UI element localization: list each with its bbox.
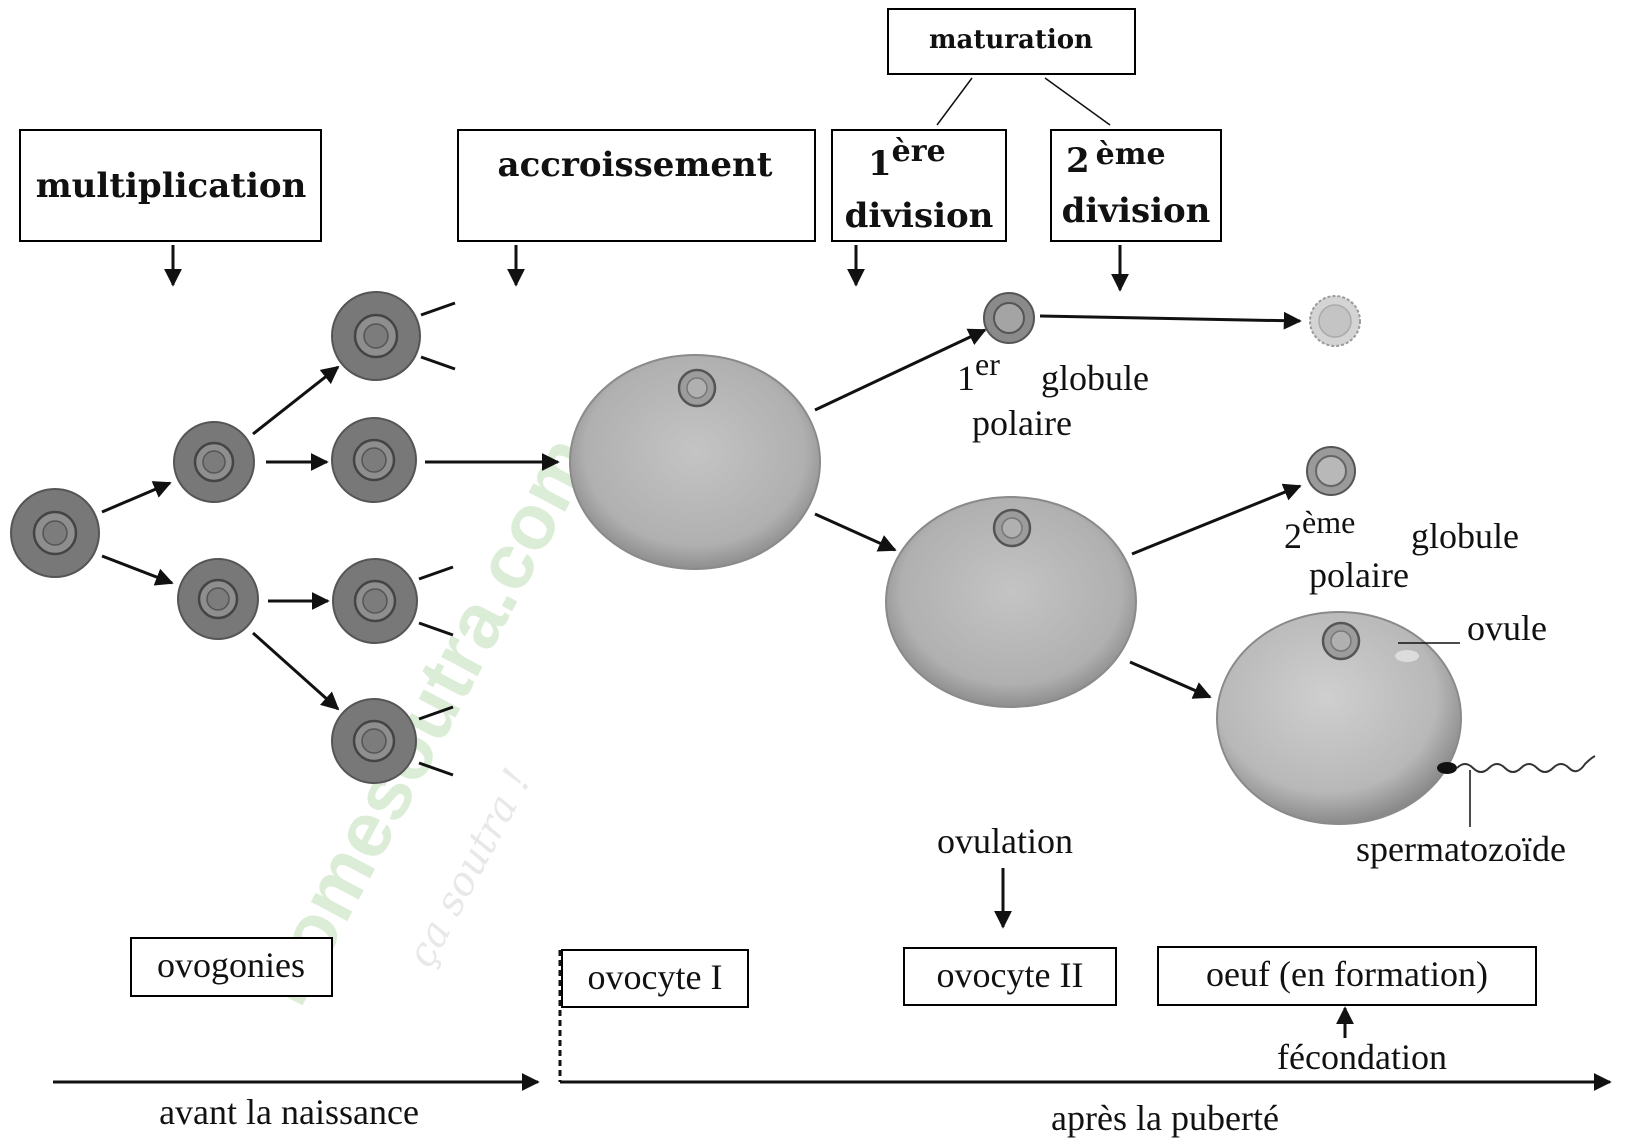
svg-text:1er: 1er <box>957 346 1000 398</box>
svg-text:1ère: 1ère <box>868 134 946 184</box>
oeuf-box: oeuf (en formation) <box>1157 946 1537 1006</box>
second-division-number: 2 <box>1066 141 1090 181</box>
ovocyte-2-box: ovocyte II <box>903 947 1117 1006</box>
first-polar-word2: polaire <box>972 403 1072 443</box>
first-division-sup: ère <box>892 134 946 169</box>
second-polar-word1: globule <box>1411 516 1519 556</box>
first-division-word: division <box>845 196 994 236</box>
second-polar-word2: polaire <box>1309 555 1409 595</box>
second-polar-sup: ème <box>1302 504 1355 540</box>
ovogonies-box: ovogonies <box>130 937 333 997</box>
svg-text:2ème: 2ème <box>1284 504 1355 556</box>
second-polar-body <box>1306 446 1356 496</box>
ovocyte-1-box: ovocyte I <box>561 949 749 1008</box>
first-division-number: 1 <box>868 144 892 184</box>
maturation-box: maturation <box>887 8 1136 75</box>
first-division-box: 1ère division <box>831 129 1007 242</box>
ovogonium-cell <box>331 291 421 381</box>
ovogonium-cell <box>331 698 417 784</box>
first-polar-word1: globule <box>1041 358 1149 398</box>
ovocyte-2-label: ovocyte II <box>937 955 1084 995</box>
ovogonium-cell <box>173 421 255 503</box>
second-polar-number: 2 <box>1284 516 1302 556</box>
to-second-polar-arrow <box>1131 483 1302 556</box>
ovocyte-1-label: ovocyte I <box>588 957 723 997</box>
multiplication-label: multiplication <box>36 166 307 206</box>
maturation-connector-left <box>936 77 973 126</box>
ovogonium-cell <box>331 417 417 503</box>
ovogonium-cell <box>332 558 418 644</box>
maturation-connector-right <box>1044 77 1111 126</box>
ovogonia-cells <box>10 291 421 784</box>
ovule-cell <box>1216 611 1462 825</box>
multiplication-box: multiplication <box>19 129 322 242</box>
accroissement-label: accroissement <box>498 145 773 185</box>
oocyte-1-cell <box>569 354 821 570</box>
ovulation-label: ovulation <box>937 821 1073 861</box>
ovogonium-cell <box>10 488 100 578</box>
to-ovule-arrow <box>1129 660 1212 699</box>
timeline-before-label: avant la naissance <box>159 1092 419 1132</box>
second-division-sup: ème <box>1096 137 1166 172</box>
second-division-word: division <box>1062 191 1211 231</box>
fecondation-label: fécondation <box>1277 1037 1447 1077</box>
accroissement-box: accroissement <box>457 129 816 242</box>
continuation-stubs <box>418 301 456 777</box>
ovogonies-label: ovogonies <box>157 945 305 985</box>
ovule-label: ovule <box>1467 608 1547 648</box>
spermatozoon <box>1437 755 1596 774</box>
first-polar-body <box>983 292 1035 344</box>
ovogonium-cell <box>177 558 259 640</box>
divided-polar-body <box>1309 295 1361 347</box>
svg-text:2ème: 2ème <box>1066 137 1166 181</box>
watermark: Fomesoutra.com ça soutra ! <box>237 422 610 1018</box>
oocyte-2-cell <box>885 496 1137 708</box>
multiplication-arrows <box>101 365 340 711</box>
maturation-label: maturation <box>929 25 1093 55</box>
to-oocyte-2-arrow <box>814 512 897 552</box>
first-polar-division-arrow <box>1039 311 1302 330</box>
oeuf-label: oeuf (en formation) <box>1206 954 1488 994</box>
timeline-after-label: après la puberté <box>1051 1098 1279 1138</box>
first-polar-number: 1 <box>957 358 975 398</box>
to-first-polar-arrow <box>814 328 987 412</box>
spermatozoide-label: spermatozoïde <box>1356 829 1566 869</box>
first-polar-sup: er <box>975 346 1000 382</box>
